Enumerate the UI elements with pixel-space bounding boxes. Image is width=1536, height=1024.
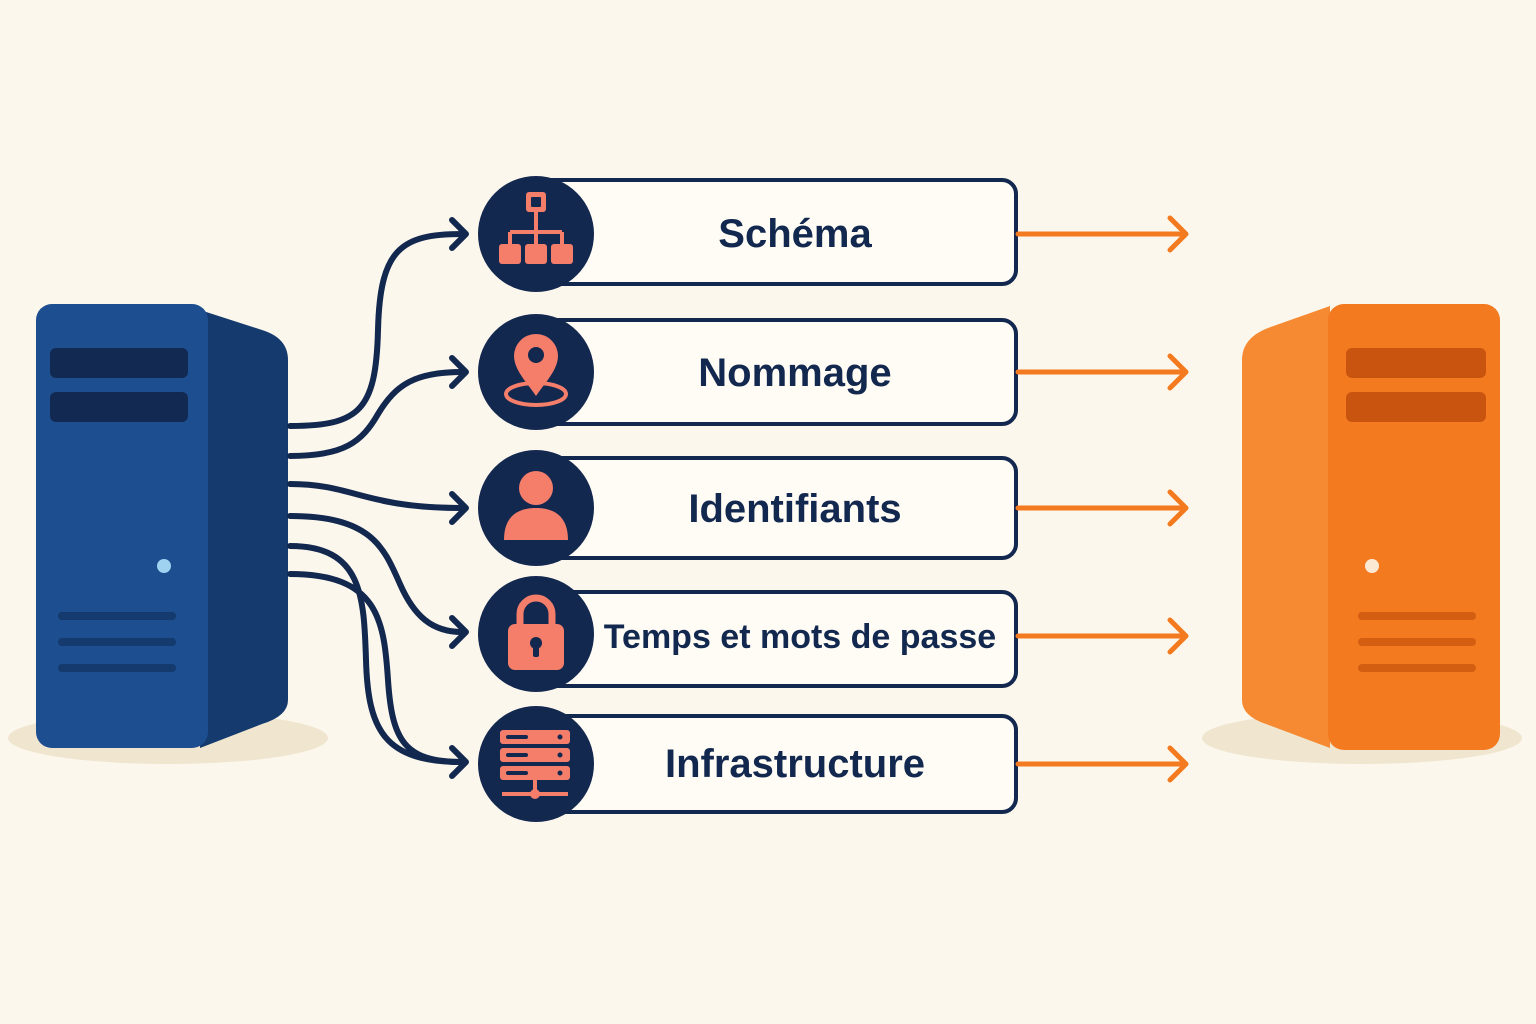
item-label-infrastructure: Infrastructure (664, 742, 926, 786)
target-server (1242, 304, 1500, 750)
arrowhead-right-5 (1167, 745, 1189, 783)
arrowhead-right-2 (1167, 353, 1189, 391)
location-pin-icon (504, 334, 568, 407)
connector-left-5b (287, 571, 465, 765)
item-label-naming: Nommage (698, 351, 892, 395)
hierarchy-icon (499, 192, 573, 264)
connector-left-5a (287, 543, 465, 765)
connector-left-1 (287, 231, 465, 429)
arrowhead-left-2 (449, 355, 469, 389)
connector-left-4 (287, 513, 465, 635)
source-server (36, 304, 288, 748)
arrowhead-left-4 (449, 615, 469, 649)
arrowhead-right-1 (1167, 215, 1189, 253)
arrowhead-left-1 (449, 217, 469, 251)
connector-left-2 (287, 369, 465, 459)
item-label-schema: Schéma (718, 212, 872, 256)
connector-left-3 (287, 481, 465, 511)
target-power-light (1365, 559, 1379, 573)
arrowhead-left-5 (449, 745, 469, 779)
source-power-light (157, 559, 171, 573)
server-rack-icon (500, 730, 570, 799)
user-icon (504, 471, 568, 540)
item-label-identifiers: Identifiants (688, 487, 902, 531)
arrowhead-right-4 (1167, 617, 1189, 655)
arrowhead-right-3 (1167, 489, 1189, 527)
arrowhead-left-3 (449, 491, 469, 525)
padlock-icon (508, 594, 564, 670)
item-label-time-passwords: Temps et mots de passe (603, 618, 997, 656)
